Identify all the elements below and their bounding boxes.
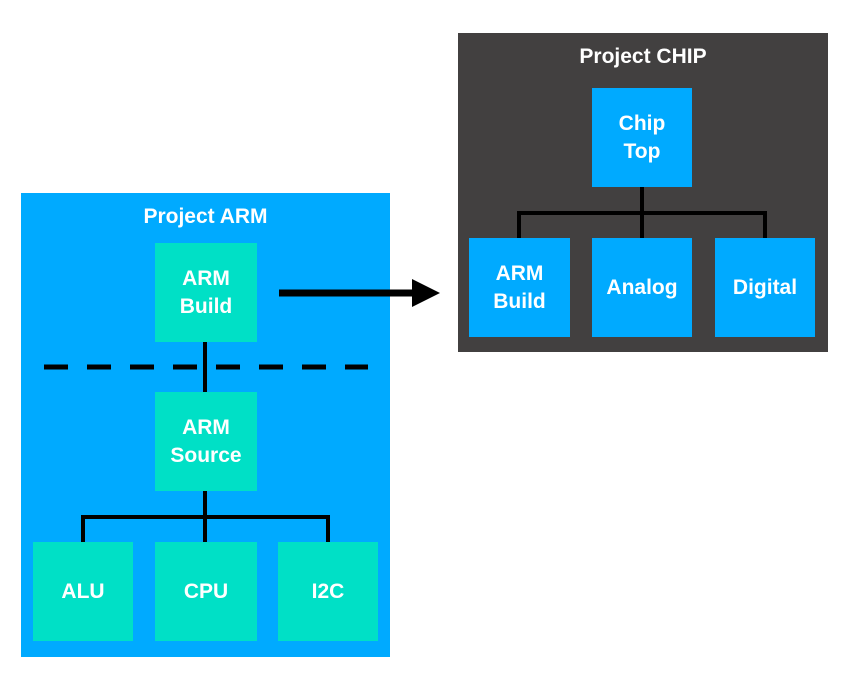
project-arm-title: Project ARM bbox=[143, 205, 268, 228]
connector-chip-armbuild bbox=[517, 211, 521, 238]
chip-top-box: Chip Top bbox=[592, 88, 692, 187]
arm-build-box: ARM Build bbox=[155, 243, 257, 342]
i2c-box: I2C bbox=[278, 542, 378, 641]
connector-chip-analog bbox=[640, 211, 644, 238]
project-chip-title: Project CHIP bbox=[579, 45, 707, 68]
connector-cpu bbox=[203, 515, 207, 542]
digital-box: Digital bbox=[715, 238, 815, 337]
arm-source-box: ARM Source bbox=[155, 392, 257, 491]
connector-chip-digital bbox=[763, 211, 767, 238]
alu-box: ALU bbox=[33, 542, 133, 641]
connector-alu bbox=[81, 515, 85, 542]
chip-arm-build-box: ARM Build bbox=[469, 238, 570, 337]
connector-i2c bbox=[326, 515, 330, 542]
connector-source-down bbox=[203, 491, 207, 518]
connector-build-source bbox=[203, 342, 207, 394]
connector-chiptop-down bbox=[640, 187, 644, 214]
analog-box: Analog bbox=[592, 238, 692, 337]
arrow-head bbox=[412, 279, 440, 307]
cpu-box: CPU bbox=[155, 542, 257, 641]
